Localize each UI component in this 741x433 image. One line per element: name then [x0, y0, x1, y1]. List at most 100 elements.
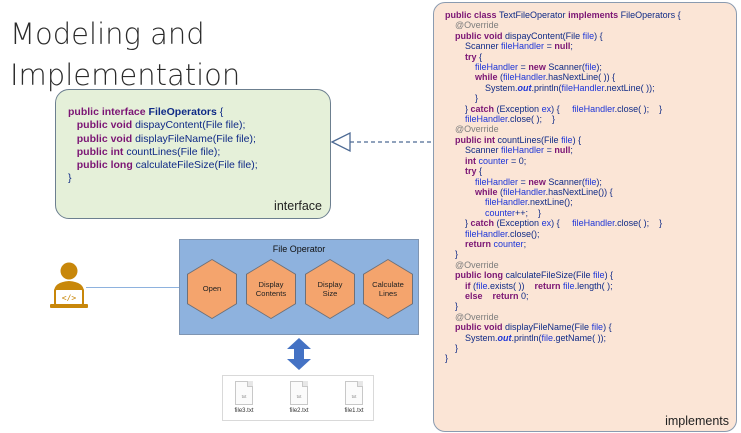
code-token: fileHandler [475, 176, 519, 187]
svg-text:</>: </> [62, 294, 77, 303]
code-token: counter [493, 238, 524, 249]
op-display-contents[interactable]: Display Contents [247, 260, 295, 318]
code-token: fileHandler [503, 72, 546, 83]
interface-code-line: } [68, 172, 330, 185]
code-token [445, 187, 475, 197]
code-token: ( [500, 186, 504, 197]
code-keyword: public long [68, 159, 136, 172]
code-token: System. [445, 82, 518, 93]
implementation-code-line: } [445, 301, 736, 311]
code-token: ) { [603, 322, 612, 333]
code-token: fileHandler [561, 82, 605, 93]
code-token: (Exception [496, 218, 542, 229]
code-token: counter [485, 207, 516, 218]
code-token [445, 114, 465, 124]
code-token: @Override [455, 124, 499, 135]
op-label: Open [202, 284, 222, 294]
code-keyword: public void [68, 119, 136, 132]
code-token: ) { [572, 134, 582, 145]
realization-arrow [330, 131, 434, 153]
op-display-size[interactable]: Display Size [306, 260, 354, 318]
code-text: countLines(File file); [126, 145, 221, 158]
file-item[interactable]: txt file3.txt [229, 381, 259, 414]
code-text: displayFileName(File file); [135, 132, 256, 145]
code-token: displayFileName(File [505, 322, 592, 333]
code-token: null [554, 145, 571, 156]
code-token: Scanner( [548, 62, 585, 73]
code-token: ); [596, 176, 602, 187]
implementation-code-line: public void dispayContent(File file) { [445, 31, 736, 41]
text-file-icon: txt [345, 381, 363, 405]
code-text: } [68, 172, 72, 185]
code-token: @Override [455, 20, 499, 31]
code-token: catch [470, 218, 497, 229]
code-token: ; [570, 41, 573, 52]
code-token: ; [523, 238, 527, 249]
code-token: ); [596, 62, 602, 73]
implementation-code-line: fileHandler.close(); [445, 229, 736, 239]
file-operator-title: File Operator [272, 244, 326, 254]
file-item[interactable]: txt file2.txt [284, 381, 314, 414]
code-token [445, 197, 485, 207]
code-token: while [475, 186, 501, 197]
code-token: else return [465, 290, 522, 301]
code-token: .close( ); } [507, 114, 556, 125]
implementation-code-line: public void displayFileName(File file) { [445, 322, 736, 332]
code-token: .nextLine(); [527, 197, 573, 208]
op-open[interactable]: Open [188, 260, 236, 318]
code-token: ( [500, 72, 504, 83]
interface-code-line: public long calculateFileSize(File file)… [68, 159, 330, 172]
code-token: return [534, 280, 564, 291]
op-label: Display Contents [255, 279, 287, 299]
code-token: ) { [604, 270, 614, 281]
file-item[interactable]: txt file1.txt [339, 381, 369, 414]
code-token: .println( [511, 332, 542, 343]
code-token: ) { [551, 103, 573, 114]
implementation-code-line: System.out.println(file.getName( )); [445, 333, 736, 343]
file-ext: txt [351, 394, 357, 399]
code-token: @Override [455, 259, 499, 270]
code-token: fileHandler [572, 103, 615, 114]
op-calculate-lines[interactable]: Calculate Lines [364, 260, 412, 318]
interface-code-line: public interface FileOperators { [68, 106, 330, 119]
slide-title-line-2: Implementation [10, 58, 241, 92]
implementation-code-line: Scanner fileHandler = null; [445, 145, 736, 155]
text-file-icon: txt [290, 381, 308, 405]
code-token: dispayContent(File [505, 30, 583, 41]
code-token: .println( [531, 82, 562, 93]
file-name: file2.txt [289, 408, 309, 414]
code-token: file [582, 30, 595, 41]
code-token [445, 52, 465, 62]
implementation-code-line: return counter; [445, 239, 736, 249]
code-token [445, 270, 455, 280]
implementation-code-line: @Override [445, 124, 736, 134]
code-token: try [465, 51, 477, 62]
code-token: ++; } [515, 207, 542, 218]
code-token: file [591, 322, 604, 333]
implementation-code-line: } [445, 93, 736, 103]
code-token: } [445, 103, 471, 114]
implementation-code-line: fileHandler = new Scanner(file); [445, 177, 736, 187]
code-token: fileHandler [485, 197, 528, 208]
code-token [445, 312, 455, 322]
code-token: fileHandler [465, 114, 508, 125]
code-token: null [554, 41, 571, 52]
implements-label: implements [665, 414, 729, 428]
code-keyword: public interface [68, 106, 149, 118]
code-token: 0; [521, 290, 529, 301]
code-token: } [445, 218, 471, 229]
code-token: out [497, 332, 512, 343]
code-token: .close( ); } [614, 218, 663, 229]
implementation-code-line: @Override [445, 20, 736, 30]
implementation-code-line: while (fileHandler.hasNextLine()) { [445, 187, 736, 197]
code-token [445, 135, 455, 145]
text-file-icon: txt [235, 381, 253, 405]
code-keyword: public int [68, 145, 127, 158]
file-ext: txt [241, 394, 247, 399]
code-token: fileHandler [465, 228, 508, 239]
implementation-code-line: if (file.exists( )) return file.length( … [445, 281, 736, 291]
code-token: file [593, 270, 605, 281]
implementation-code-line: while (fileHandler.hasNextLine( )) { [445, 72, 736, 82]
code-token: fileHandler [501, 145, 545, 156]
code-token: FileOperators { [620, 10, 681, 20]
